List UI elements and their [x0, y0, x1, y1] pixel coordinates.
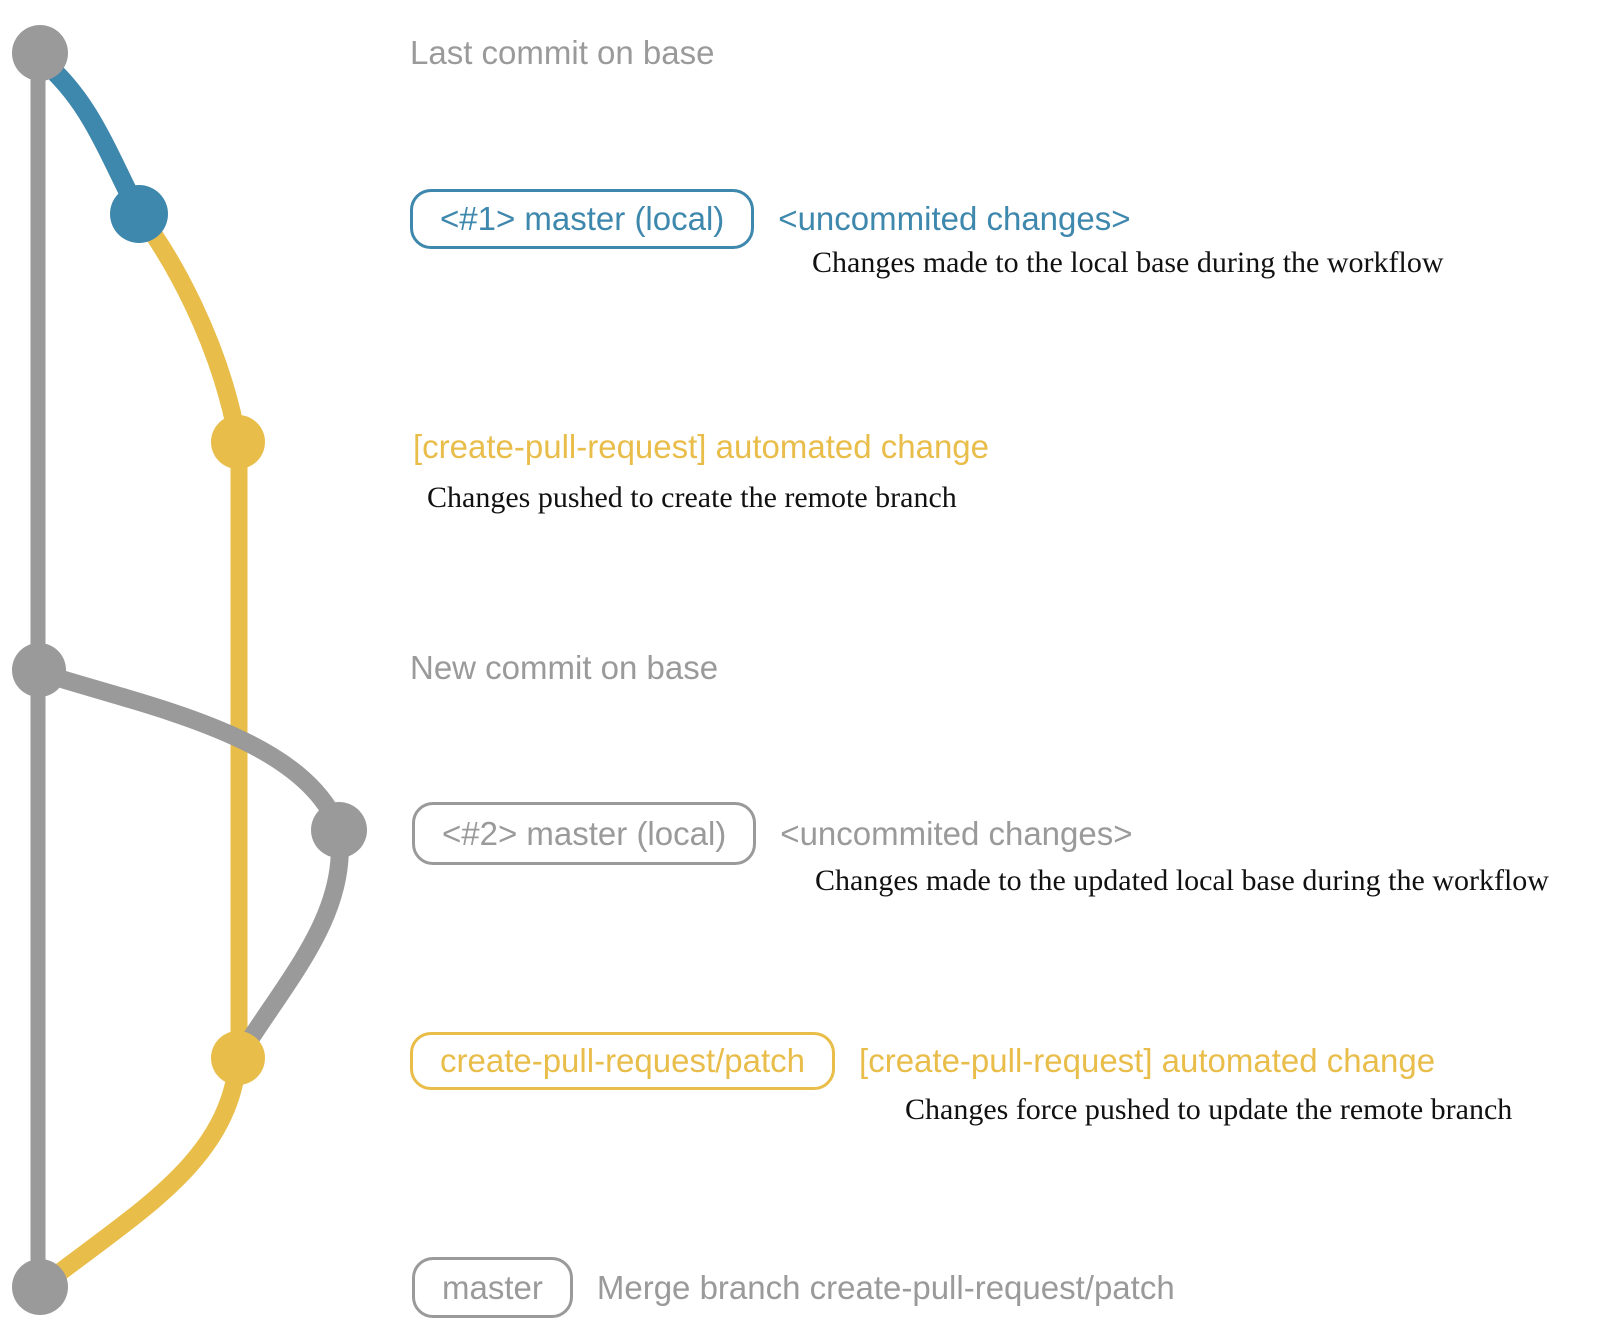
- commit-note-patch-2: Changes force pushed to update the remot…: [905, 1093, 1513, 1126]
- branch-badge-create-pull-request-patch: create-pull-request/patch: [410, 1032, 836, 1090]
- commit-dot-last-base: [12, 25, 68, 81]
- caption-last-commit-on-base: Last commit on base: [410, 34, 715, 71]
- branch-badge-master-local-2: <#2> master (local): [412, 802, 757, 865]
- caption-new-commit-on-base: New commit on base: [410, 649, 719, 686]
- branch-badge-master-local-1: <#1> master (local): [410, 189, 755, 249]
- commit-row-local-1: <#1> master (local) <uncommited changes>: [410, 189, 1131, 249]
- commit-message-patch-2: [create-pull-request] automated change: [859, 1042, 1436, 1079]
- commit-note-local-1: Changes made to the local base during th…: [812, 246, 1444, 279]
- commit-note-patch-1: Changes pushed to create the remote bran…: [427, 481, 957, 514]
- commit-dot-patch-2: [211, 1031, 265, 1085]
- commit-note-local-2: Changes made to the updated local base d…: [815, 864, 1549, 897]
- local-branch-2-curve-in: [229, 821, 349, 1067]
- patch-branch-curve-out: [130, 205, 247, 451]
- commit-message-local-2: <uncommited changes>: [780, 814, 1133, 852]
- commit-dot-patch-1: [211, 415, 265, 469]
- commit-row-local-2: <#2> master (local) <uncommited changes>: [412, 802, 1133, 865]
- commit-dot-local-1: [110, 185, 168, 243]
- commit-row-merge: master Merge branch create-pull-request/…: [412, 1257, 1175, 1318]
- commit-message-merge: Merge branch create-pull-request/patch: [596, 1268, 1175, 1306]
- branch-badge-master: master: [412, 1257, 573, 1318]
- commit-row-patch-2: create-pull-request/patch [create-pull-r…: [410, 1032, 1435, 1090]
- commit-dot-local-2: [311, 802, 367, 858]
- commit-message-local-1: <uncommited changes>: [778, 200, 1131, 237]
- patch-merge-curve: [37, 1049, 247, 1292]
- local-branch-2-curve-out: [30, 663, 348, 839]
- commit-dot-merge: [12, 1259, 68, 1315]
- commit-dot-new-base: [12, 643, 66, 697]
- commit-message-patch-1: [create-pull-request] automated change: [413, 428, 990, 465]
